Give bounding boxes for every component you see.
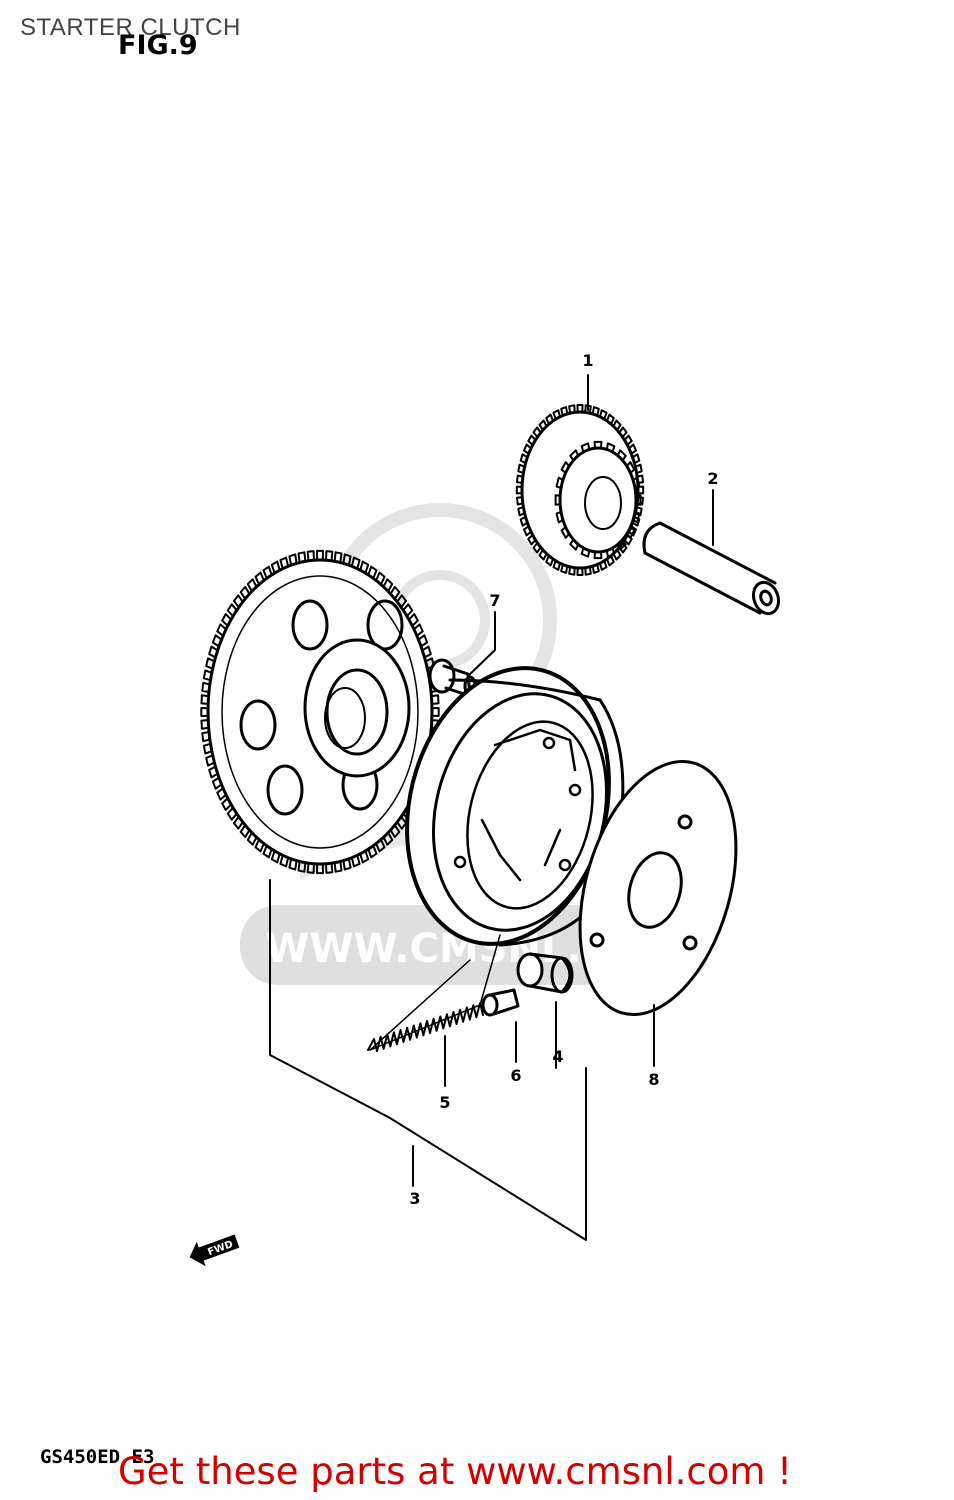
part-3-starter-clutch-gear xyxy=(200,549,440,875)
callout-4: 4 xyxy=(552,1047,563,1066)
callout-8: 8 xyxy=(648,1070,659,1089)
callout-3: 3 xyxy=(409,1189,420,1208)
fwd-arrow-icon: FWD xyxy=(189,1234,240,1267)
part-6-pin xyxy=(481,988,520,1017)
part-8-washer xyxy=(578,759,738,1017)
part-1-starter-idle-gear xyxy=(515,404,645,576)
callout-5: 5 xyxy=(439,1093,450,1112)
part-2-shaft xyxy=(642,521,781,616)
callout-2: 2 xyxy=(707,469,718,488)
callout-1: 1 xyxy=(582,351,593,370)
gear-teeth xyxy=(554,440,642,560)
part-4-roller xyxy=(516,952,574,994)
callout-7: 7 xyxy=(489,591,500,610)
model-code: GS450ED E3 xyxy=(40,1446,155,1468)
page-title: STARTER CLUTCH xyxy=(20,14,241,41)
leader-lines xyxy=(269,374,714,1241)
figure-label: FIG.9 xyxy=(118,30,198,61)
promo-link[interactable]: Get these parts at www.cmsnl.com ! xyxy=(118,1450,793,1493)
callout-6: 6 xyxy=(510,1066,521,1085)
fwd-label: FWD xyxy=(206,1239,234,1258)
